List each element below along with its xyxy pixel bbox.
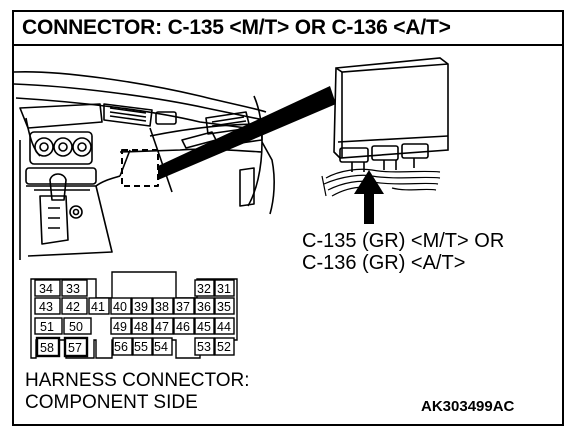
pin-label: 54 xyxy=(154,340,168,354)
caption-line2: COMPONENT SIDE xyxy=(25,392,198,413)
pin-label: 58 xyxy=(40,341,54,355)
pin-label: 56 xyxy=(114,340,128,354)
pin-label: 38 xyxy=(155,300,169,314)
connector-callout-line2: C-136 (GR) <A/T> xyxy=(302,252,466,274)
pin-label: 44 xyxy=(217,320,231,334)
connector-arrow xyxy=(354,170,384,224)
pin-label: 51 xyxy=(40,320,54,334)
pin-label: 36 xyxy=(197,300,211,314)
pin-label: 55 xyxy=(134,340,148,354)
pin-label: 49 xyxy=(113,320,127,334)
engine-control-module xyxy=(333,57,449,172)
pin-label: 42 xyxy=(66,300,80,314)
pin-label: 50 xyxy=(69,320,83,334)
connector-face xyxy=(30,271,238,359)
pin-label: 33 xyxy=(66,282,80,296)
pin-label: 43 xyxy=(39,300,53,314)
dashboard-outline xyxy=(13,70,267,260)
pin-label: 34 xyxy=(39,282,53,296)
pin-label: 52 xyxy=(217,340,231,354)
pin-label: 45 xyxy=(197,320,211,334)
connector-callout-line1: C-135 (GR) <M/T> OR xyxy=(302,230,505,252)
diagram-title: CONNECTOR: C-135 <M/T> OR C-136 <A/T> xyxy=(12,12,564,46)
pin-label: 37 xyxy=(176,300,190,314)
center-console xyxy=(26,173,121,257)
pin-label: 46 xyxy=(176,320,190,334)
pin-label: 40 xyxy=(113,300,127,314)
figure-id: AK303499AC xyxy=(421,398,515,415)
pin-label: 53 xyxy=(197,340,211,354)
pin-label: 32 xyxy=(197,282,211,296)
leader-wedge xyxy=(158,86,336,180)
pin-label: 31 xyxy=(217,282,231,296)
pin-label: 41 xyxy=(91,300,105,314)
pin-labels: 34 33 32 31 43 42 41 40 39 38 37 36 35 5… xyxy=(39,282,231,355)
climate-knobs xyxy=(25,131,97,185)
pin-label: 35 xyxy=(217,300,231,314)
pin-label: 39 xyxy=(134,300,148,314)
pin-label: 47 xyxy=(155,320,169,334)
pin-label: 57 xyxy=(68,341,82,355)
pin-label: 48 xyxy=(134,320,148,334)
caption-line1: HARNESS CONNECTOR: xyxy=(25,370,250,391)
